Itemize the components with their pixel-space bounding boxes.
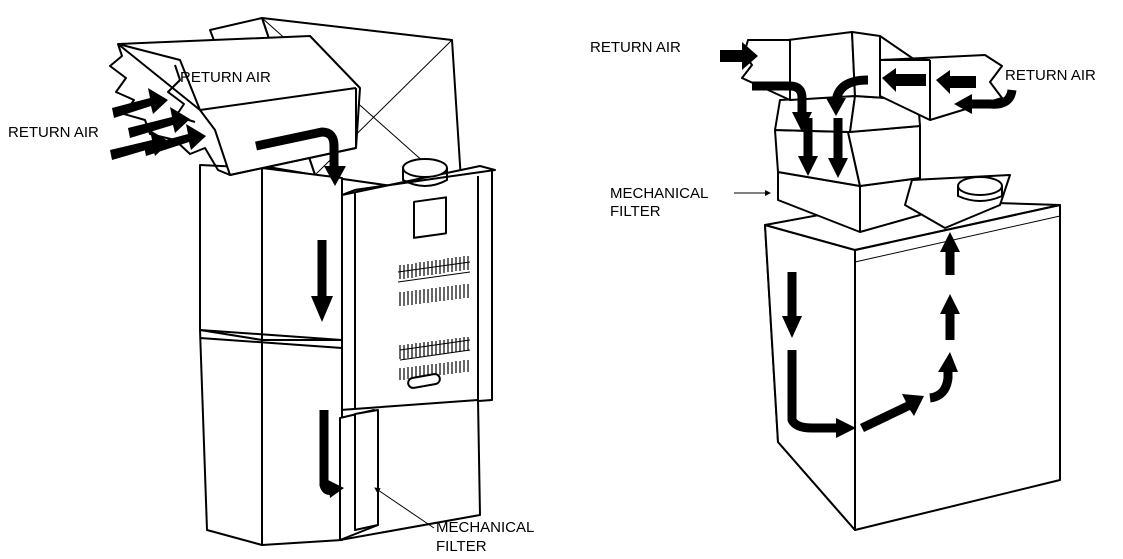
right-supply-outlet	[904, 174, 1011, 229]
right-return-plenum	[774, 31, 921, 233]
left-filter-label-line1: MECHANICAL	[436, 519, 534, 536]
right-return-air-left-label: RETURN AIR	[590, 39, 681, 56]
left-filter-label-line2: FILTER	[436, 538, 487, 555]
right-labels: RETURN AIR RETURN AIR MECHANICAL FILTER	[590, 39, 1096, 220]
left-filter-housing	[339, 409, 379, 541]
right-filter-label-line1: MECHANICAL	[610, 185, 708, 202]
right-main-cabinet	[764, 199, 1061, 531]
left-labels: RETURN AIR RETURN AIR MECHANICAL FILTER	[8, 69, 534, 555]
left-return-air-side-label: RETURN AIR	[8, 124, 99, 141]
right-filter-label-line2: FILTER	[610, 203, 661, 220]
left-filter-leader-line	[374, 487, 435, 529]
right-furnace-unit: RETURN AIR RETURN AIR MECHANICAL FILTER	[590, 31, 1096, 531]
left-furnace-cabinet	[199, 164, 343, 546]
left-return-air-top-label: RETURN AIR	[180, 69, 271, 86]
left-airflow-arrows	[110, 88, 346, 498]
right-airflow-arrows	[720, 42, 1017, 438]
left-upflow-furnace: RETURN AIR RETURN AIR MECHANICAL FILTER	[8, 17, 534, 555]
right-return-air-right-label: RETURN AIR	[1005, 67, 1096, 84]
